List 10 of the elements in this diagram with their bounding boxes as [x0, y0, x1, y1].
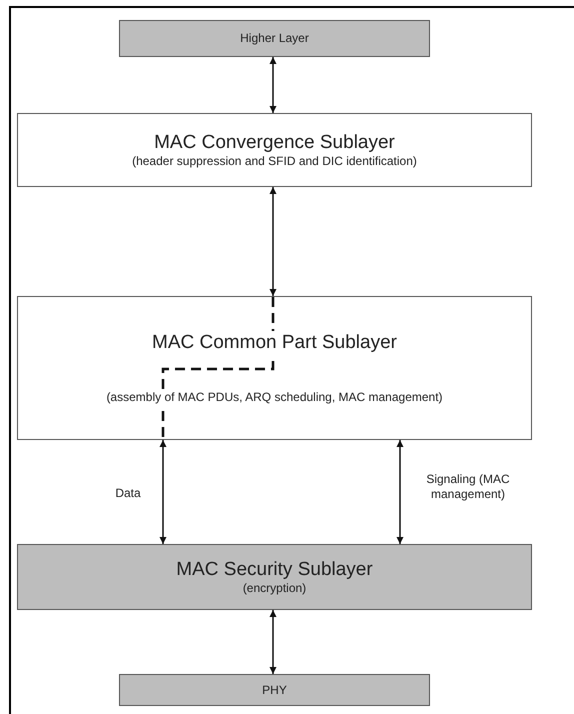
layer-box — [119, 674, 430, 706]
arrow — [270, 187, 276, 296]
sublayer-box — [17, 544, 532, 610]
layer-box — [119, 20, 430, 57]
sublayer-box — [17, 113, 532, 187]
arrow — [396, 440, 404, 544]
arrow — [270, 610, 276, 674]
arrow — [160, 440, 166, 544]
arrow — [270, 57, 276, 113]
sublayer-box — [17, 296, 532, 440]
